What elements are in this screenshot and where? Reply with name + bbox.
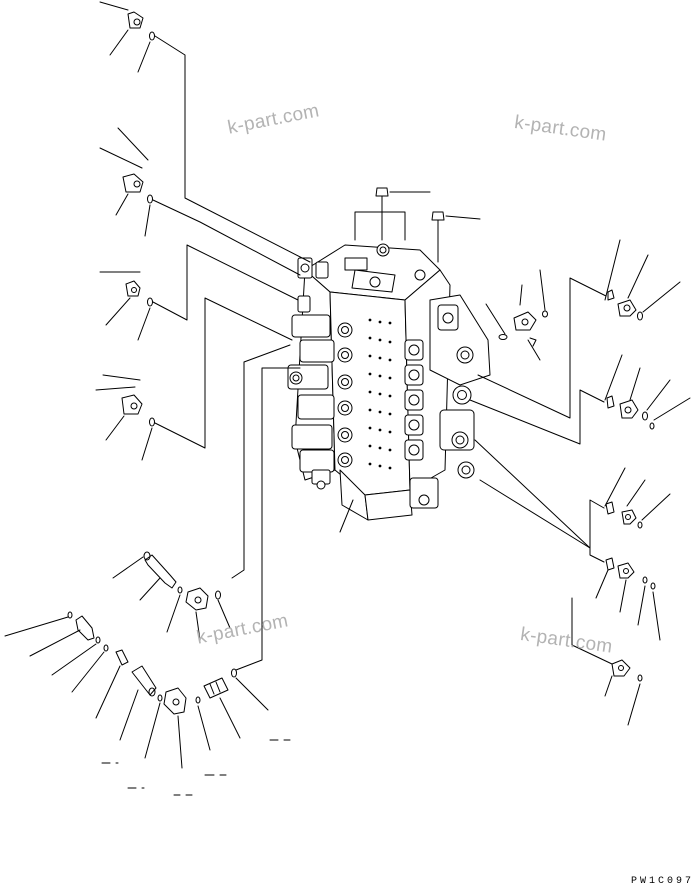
drawing-code: PW1C097 [630,876,694,887]
lower-components [4,344,354,796]
right-fittings [469,239,691,726]
left-fittings [95,1,311,461]
control-valve-body [287,187,491,521]
